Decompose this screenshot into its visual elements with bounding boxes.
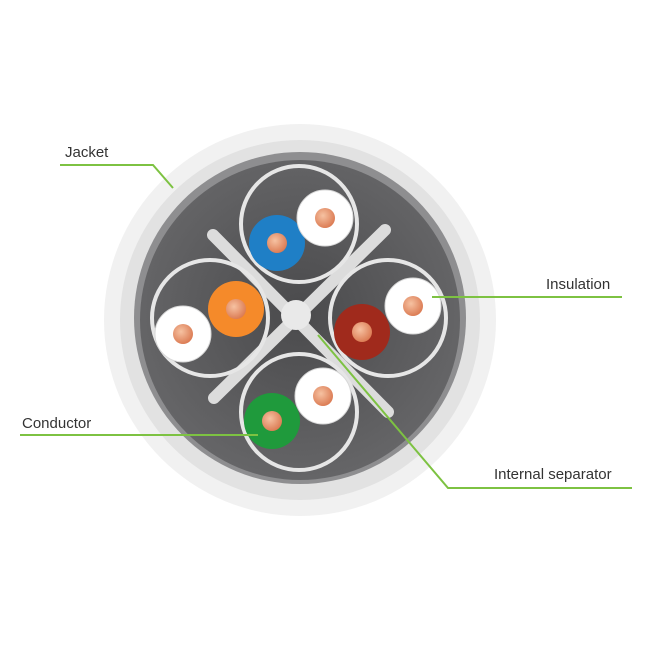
label-jacket: Jacket [65,144,109,161]
separator-leader-line [317,334,632,489]
conductor-blue [267,233,287,253]
pair-tube-right [328,258,448,378]
label-conductor: Conductor [22,415,91,432]
conductor-orange [226,299,246,319]
conductor-white-left [173,324,193,344]
leader-lines [20,164,632,489]
conductor-brown [352,322,372,342]
jacket-leader-line [60,164,174,189]
label-insulation: Insulation [546,276,610,293]
label-internal-separator: Internal separator [494,466,612,483]
conductor-green [262,411,282,431]
pair-tube-top [239,164,359,284]
pair-tube-bottom [239,352,359,472]
conductor-white-top [315,208,335,228]
pair-tubes [150,164,448,472]
pair-tube-left [150,258,270,378]
conductor-white-bottom [313,386,333,406]
conductor-white-right [403,296,423,316]
